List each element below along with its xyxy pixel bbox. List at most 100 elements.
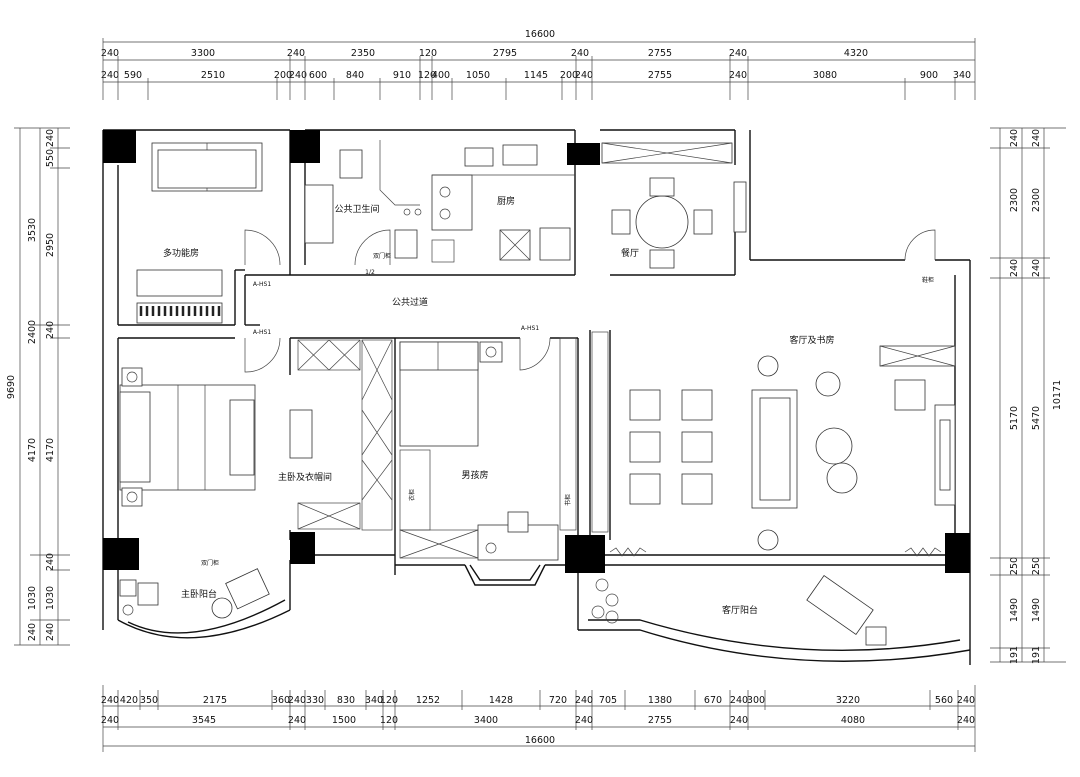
shoe-cabinet-label: 鞋柜 (922, 276, 934, 284)
tag-3: A-HS1 (521, 325, 539, 332)
bottom-dim2-4: 1500 (332, 715, 356, 726)
top-dim2-16: 240 (729, 70, 747, 81)
top-dim-2: 3300 (191, 48, 215, 59)
bottom-dim-13: 720 (549, 695, 567, 706)
right-dimensions: 10171 240 2300 240 5170 250 1490 191 240… (990, 127, 1066, 664)
bottom-dim2-11: 240 (957, 715, 975, 726)
double-door-bottom-label: 双门柜 (201, 559, 219, 567)
tag-4: 1/2 (365, 269, 375, 276)
top-dim-10: 4320 (844, 48, 868, 59)
top-dim2-14: 240 (575, 70, 593, 81)
top-dim2-17: 3080 (813, 70, 837, 81)
door-bath (354, 229, 391, 266)
bottom-dimensions: 240 420 350 2175 360 240 330 830 340 120… (101, 685, 976, 752)
bottom-dim-15: 705 (599, 695, 617, 706)
top-dim-3: 240 (287, 48, 305, 59)
bottom-dim-8: 830 (337, 695, 355, 706)
left-inner-8: 240 (45, 623, 56, 641)
top-dim2-13: 200 (560, 70, 578, 81)
room-master-label: 主卧及衣帽间 (278, 471, 332, 483)
left-inner-7: 1030 (45, 586, 56, 610)
bottom-dim-21: 560 (935, 695, 953, 706)
top-dim2-4: 200 (274, 70, 292, 81)
right-inner-3: 240 (1031, 259, 1042, 277)
vanity (304, 184, 334, 244)
bottom-dim2-1: 240 (101, 715, 119, 726)
left-inner-5: 4170 (45, 438, 56, 462)
top-dim2-18: 900 (920, 70, 938, 81)
room-labels: 多功能房 公共卫生间 厨房 餐厅 公共过道 客厅及书房 主卧及衣帽间 男孩房 主… (163, 195, 934, 616)
fridge (464, 147, 494, 167)
keyboard (136, 269, 223, 297)
bottom-dim-11: 1252 (416, 695, 440, 706)
column-4 (103, 538, 139, 570)
left-outer-1: 3530 (27, 218, 38, 242)
top-dim2-11: 1050 (466, 70, 490, 81)
left-outer-5: 240 (27, 623, 38, 641)
tag-1: A-HS1 (253, 281, 271, 288)
column-5 (290, 532, 315, 564)
bottom-dim-5: 360 (272, 695, 290, 706)
right-outer-2: 2300 (1009, 188, 1020, 212)
right-inner-1: 240 (1031, 129, 1042, 147)
master-desk (289, 409, 313, 459)
right-outer-1: 240 (1009, 129, 1020, 147)
bottom-dim-1: 240 (101, 695, 119, 706)
top-dim2-1: 240 (101, 70, 119, 81)
dining-table (635, 195, 689, 249)
room-living-balcony-label: 客厅阳台 (722, 604, 758, 616)
door-master (244, 337, 281, 373)
top-dimensions: 16600 240 3300 240 2350 120 2795 240 275… (101, 29, 976, 100)
top-dim2-9: 120 (418, 70, 436, 81)
right-inner-7: 191 (1031, 646, 1042, 664)
armchair (894, 379, 926, 411)
double-door-top-label: 双门柜 (373, 252, 391, 260)
living-furniture (629, 345, 956, 551)
bottom-dim-4: 2175 (203, 695, 227, 706)
bottom-dim2-3: 240 (288, 715, 306, 726)
top-dim2-8: 910 (393, 70, 411, 81)
top-dim-5: 120 (419, 48, 437, 59)
room-living-label: 客厅及书房 (789, 334, 834, 346)
bottom-dim2-5: 120 (380, 715, 398, 726)
top-dim-9: 240 (729, 48, 747, 59)
right-inner-2: 2300 (1031, 188, 1042, 212)
top-dim2-19: 340 (953, 70, 971, 81)
bottom-dim-17: 670 (704, 695, 722, 706)
right-outer-7: 191 (1009, 646, 1020, 664)
room-master-balcony-label: 主卧阳台 (181, 588, 217, 600)
right-outer-3: 240 (1009, 259, 1020, 277)
left-dimensions: 9690 3530 2400 4170 1030 240 240 550 295… (6, 127, 70, 646)
top-dim-8: 2755 (648, 48, 672, 59)
bottom-dim-19: 300 (747, 695, 765, 706)
column-3 (567, 143, 600, 165)
left-inner-6: 240 (45, 553, 56, 571)
right-outer-5: 250 (1009, 557, 1020, 575)
kitchen-island (431, 174, 473, 231)
furniture (119, 140, 956, 646)
structural-columns (103, 130, 970, 573)
room-kitchen-label: 厨房 (497, 195, 515, 207)
room-dining-label: 餐厅 (621, 247, 639, 259)
bottom-dim-14: 240 (575, 695, 593, 706)
lounge-chair-master (225, 568, 270, 610)
piano-keys (136, 302, 223, 324)
top-total-dimension: 16600 (525, 29, 555, 40)
left-total-dimension: 9690 (6, 375, 17, 399)
bottom-dim-22: 240 (957, 695, 975, 706)
left-inner-4: 240 (45, 321, 56, 339)
left-inner-2: 550 (45, 149, 56, 167)
left-outer-4: 1030 (27, 586, 38, 610)
bottom-dim-12: 1428 (489, 695, 513, 706)
walls (102, 129, 971, 665)
bottom-dim-20: 3220 (836, 695, 860, 706)
wardrobe-label-1: 衣柜 (408, 489, 416, 501)
door-boy (519, 337, 551, 371)
bottom-dim-2: 420 (120, 695, 138, 706)
top-dim2-6: 600 (309, 70, 327, 81)
lounge-chair-living (806, 574, 874, 636)
bottom-dim2-8: 2755 (648, 715, 672, 726)
top-dim2-10: 400 (432, 70, 450, 81)
right-inner-6: 1490 (1031, 598, 1042, 622)
bottom-dim2-2: 3545 (192, 715, 216, 726)
